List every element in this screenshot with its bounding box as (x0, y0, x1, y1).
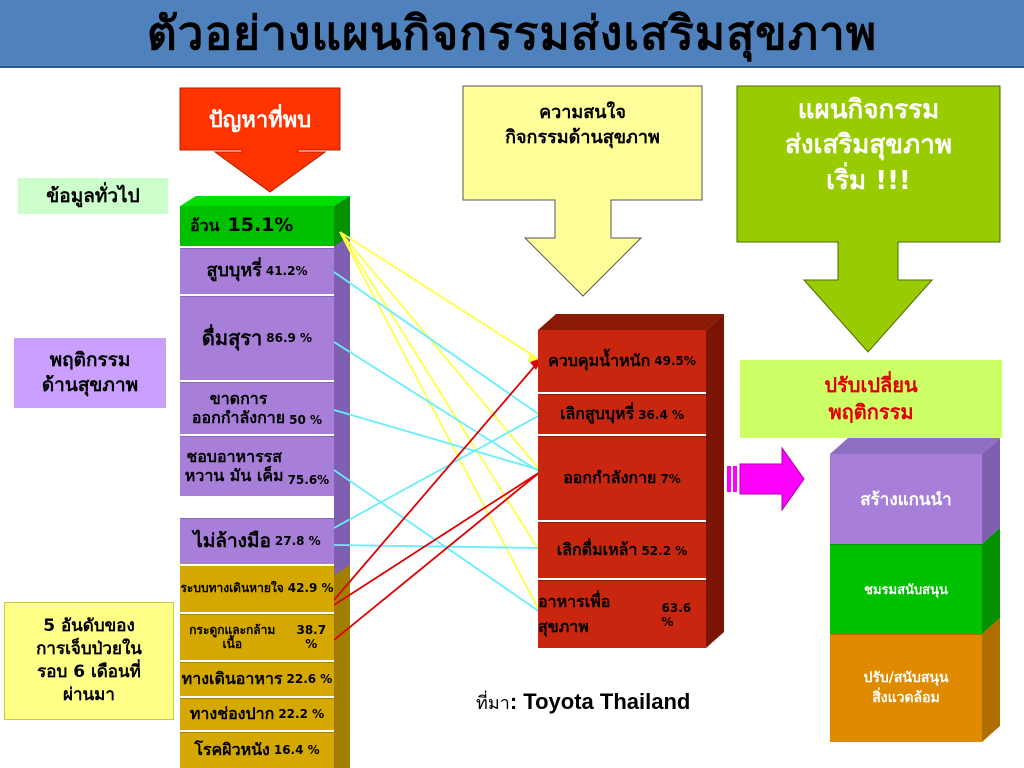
problems-down-arrow (179, 87, 341, 193)
page-title: ตัวอย่างแผนกิจกรรมส่งเสริมสุขภาพ (146, 5, 878, 60)
illness-skin-label: โรคผิวหนัง (194, 740, 270, 760)
interest-quit-smoking-label: เลิกสูบบุหรี่ (560, 404, 635, 423)
illness-oral-label: ทางช่องปาก (189, 704, 275, 724)
interest-weight-control-label: ควบคุมน้ำหนัก (548, 350, 651, 370)
interest-healthy-food-label: อาหารเพื่อสุขภาพ (538, 591, 611, 636)
source-credit: ที่มา : Toyota Thailand (476, 684, 776, 720)
illness-respiratory-label: ระบบทางเดินหายใจ (180, 581, 284, 596)
illness-digestive-value: 22.6 % (286, 671, 333, 686)
interest-weight-control-value: 49.5% (654, 354, 696, 368)
problem-sweet-fatty-salty-value: 75.6% (287, 473, 330, 488)
obesity-links (339, 231, 541, 613)
illness-digestive-label: ทางเดินอาหาร (181, 669, 283, 689)
illness-respiratory-value: 42.9 % (287, 581, 334, 596)
illness-musculoskeletal: กระดูกและกล้ามเนื้อ 38.7 % (180, 614, 334, 660)
problem-no-exercise-label: ขาดการ ออกกำลังกาย (191, 389, 286, 427)
interest-healthy-food: อาหารเพื่อสุขภาพ 63.6 % (538, 580, 706, 648)
illness-links (333, 359, 541, 641)
plan-down-arrow (736, 85, 1001, 353)
problem-no-handwash-label: ไม่ล้างมือ (193, 529, 271, 552)
problem-no-handwash-value: 27.8 % (274, 533, 321, 548)
right-stack-side-purple (982, 438, 1000, 544)
change-behavior-box: ปรับเปลี่ยน พฤติกรรม (740, 360, 1002, 438)
problem-obesity-label: อ้วน (190, 215, 220, 235)
pink-arrow-stripe-1 (727, 466, 731, 492)
top5-illness-label: 5 อันดับของ การเจ็บป่วยใน รอบ 6 เดือนที่… (4, 602, 174, 720)
plan-label: แผนกิจกรรม ส่งเสริมสุขภาพ เริ่ม !!! (785, 95, 952, 196)
problem-smoking-value: 41.2% (265, 263, 308, 278)
left-column-top (180, 196, 350, 206)
problem-smoking-label: สูบบุหรี่ (206, 260, 262, 282)
center-column-top (538, 314, 724, 330)
interest-down-arrow (462, 85, 703, 297)
interest-quit-smoking: เลิกสูบบุหรี่36.4 % (538, 394, 706, 434)
problem-obesity: อ้วน 15.1% (180, 206, 334, 246)
source-prefix: ที่มา (476, 692, 510, 714)
left-column-side-gold (334, 565, 350, 768)
pink-arrow-stripe-2 (733, 466, 737, 492)
plan-build-leaders: สร้างแกนนำ (830, 454, 982, 544)
interest-quit-drinking-label: เลิกดื่มเหล้า (556, 540, 638, 559)
title-bar: ตัวอย่างแผนกิจกรรมส่งเสริมสุขภาพ (0, 0, 1024, 68)
right-stack-side-green (982, 528, 1000, 634)
interest-quit-smoking-value: 36.4 % (638, 407, 684, 422)
plan-environment: ปรับ/สนับสนุน สิ่งแวดล้อม (830, 634, 982, 742)
illness-musculoskeletal-value: 38.7 % (296, 622, 327, 651)
illness-skin-value: 16.4 % (273, 742, 320, 757)
health-behavior-label: พฤติกรรม ด้านสุขภาพ (14, 338, 166, 408)
problem-smoking: สูบบุหรี่41.2% (180, 248, 334, 294)
illness-oral-value: 22.2 % (278, 706, 325, 721)
right-stack-side-orange (982, 618, 1000, 742)
right-stack-top (830, 438, 1000, 454)
obesity-arrowhead (528, 352, 540, 362)
problem-obesity-value: 15.1% (227, 214, 294, 237)
interest-label: ความสนใจ กิจกรรมด้านสุขภาพ (505, 101, 660, 148)
center-column-side (706, 314, 724, 648)
interest-quit-drinking-value: 52.2 % (641, 543, 688, 558)
source-name: : Toyota Thailand (509, 689, 691, 714)
interest-exercise-label: ออกกำลังกาย (563, 468, 657, 487)
behavior-links (333, 271, 541, 613)
problem-sweet-fatty-salty-label: ชอบอาหารรส หวาน มัน เค็ม (184, 447, 284, 485)
problem-no-exercise-value: 50 % (289, 413, 323, 428)
left-column-side-green (334, 196, 350, 246)
illness-musculoskeletal-label: กระดูกและกล้ามเนื้อ (189, 622, 276, 651)
problem-drinking-label: ดื่มสุรา (201, 326, 263, 350)
interest-exercise-value: 7% (660, 471, 681, 486)
problem-drinking-value: 86.9 % (266, 330, 313, 345)
pink-right-arrow (739, 446, 805, 512)
problems-found-label: ปัญหาที่พบ (208, 107, 312, 133)
plan-support-club: ชมรมสนับสนุน (830, 544, 982, 634)
interest-healthy-food-value: 63.6 % (661, 600, 692, 629)
general-info-label: ข้อมูลทั่วไป (18, 178, 168, 214)
